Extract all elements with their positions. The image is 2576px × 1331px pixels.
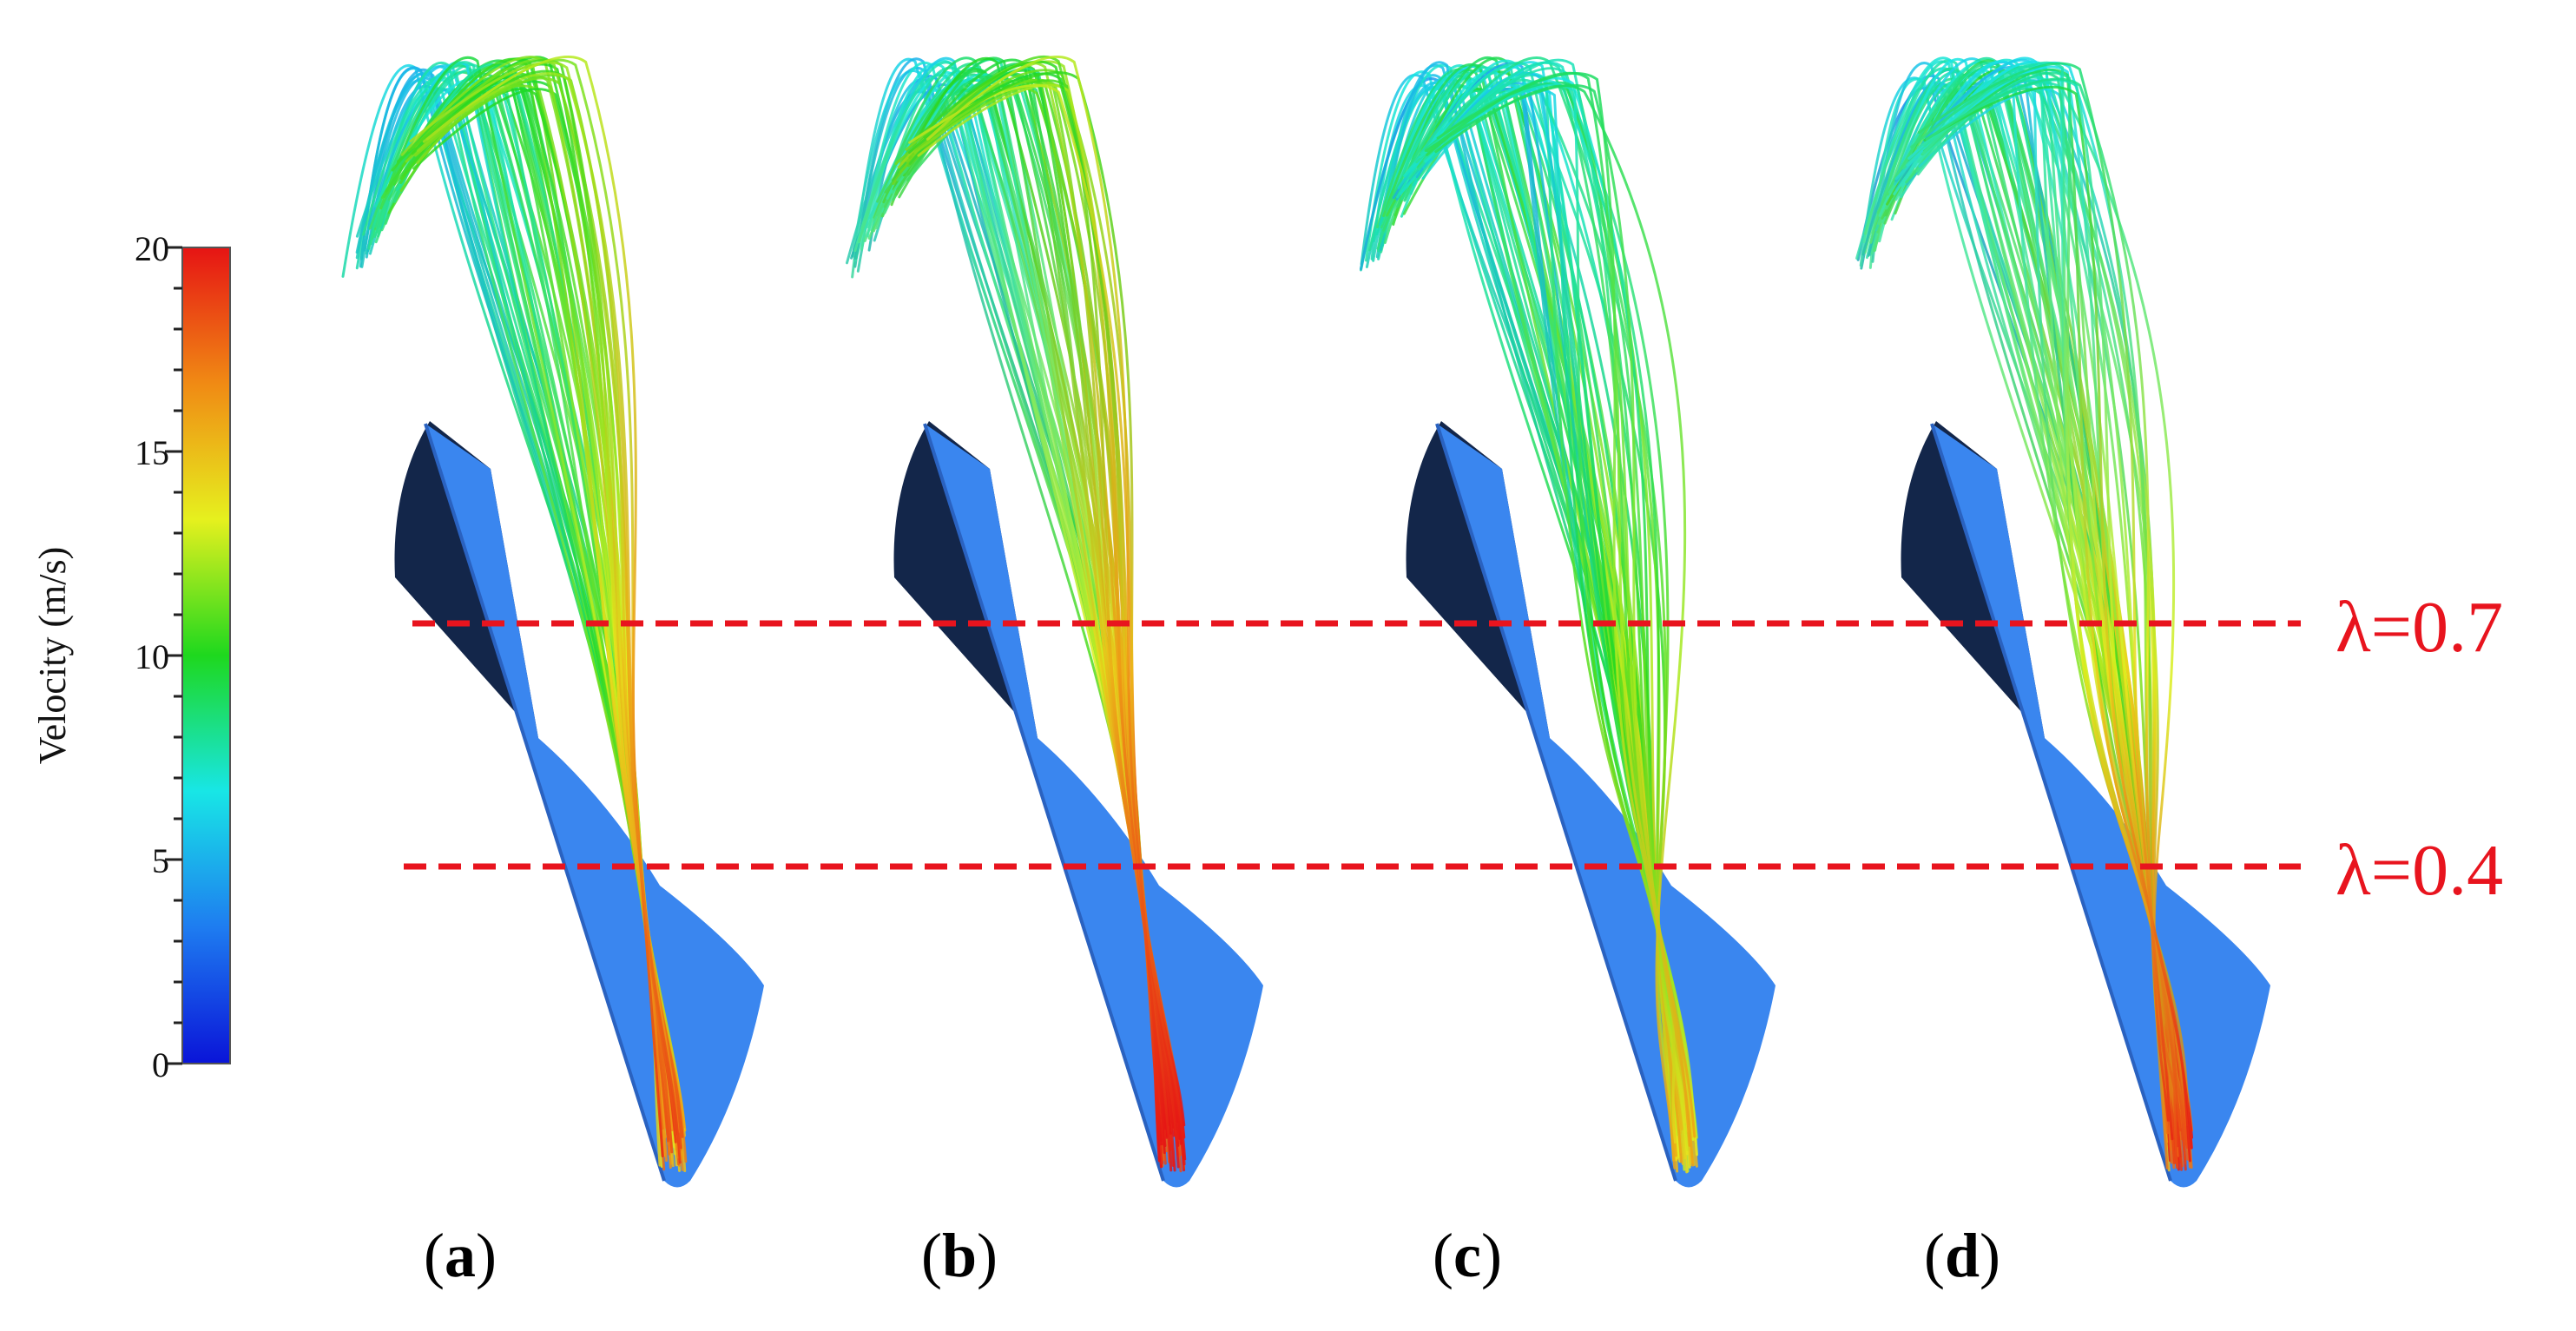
streamline: [1409, 59, 1677, 1162]
streamline: [1420, 83, 1677, 1144]
colorbar: 20 15 10 5 0 Velocity (m/s): [31, 229, 231, 1084]
streamline: [407, 69, 664, 1130]
streamline: [393, 63, 686, 1137]
lambda-04-label: λ=0.4: [2336, 830, 2503, 911]
panel-label-c: (c): [1433, 1221, 1502, 1290]
lambda-07-label: λ=0.7: [2336, 587, 2503, 668]
blade-light-face: [925, 424, 1263, 1188]
colorbar-ticks: [165, 246, 182, 1065]
streamline: [422, 72, 682, 1164]
streamline: [926, 55, 1167, 1148]
streamlines: [1359, 56, 1698, 1174]
colorbar-bar: [181, 247, 231, 1064]
blade-light-face: [1932, 424, 2270, 1188]
blade-panel: [846, 55, 1263, 1188]
colorbar-tick-label: 15: [135, 433, 169, 472]
blade-panel: [1855, 56, 2270, 1188]
streamline: [1923, 85, 2193, 1150]
blade-panels: [341, 55, 2270, 1188]
reference-lines: λ=0.7 λ=0.4: [404, 587, 2503, 911]
colorbar-title: Velocity (m/s): [31, 547, 74, 765]
blade-leading-edge: [923, 423, 1165, 1182]
streamlines: [341, 55, 688, 1172]
streamline: [425, 55, 664, 1158]
panel-label-d: (d): [1923, 1221, 2000, 1290]
blade-light-face: [1437, 424, 1776, 1188]
streamline: [923, 71, 1187, 1161]
blade-leading-edge: [1930, 423, 2172, 1182]
panel-label-a: (a): [424, 1221, 497, 1290]
blade-leading-edge: [1435, 423, 1677, 1182]
streamline: [1921, 61, 2179, 1170]
colorbar-tick-label: 10: [135, 637, 169, 676]
blade-light-face: [425, 424, 764, 1188]
colorbar-tick-label: 0: [152, 1045, 169, 1084]
blade-panel: [1359, 56, 1776, 1188]
blade-leading-edge: [424, 423, 666, 1182]
streamline: [1925, 77, 2170, 1122]
streamlines: [846, 55, 1187, 1173]
streamlines: [1855, 56, 2194, 1172]
panel-label-b: (b): [920, 1221, 998, 1290]
colorbar-tick-label: 20: [135, 229, 169, 268]
colorbar-tick-label: 5: [152, 841, 169, 880]
streamline: [1436, 72, 1691, 1147]
streamline: [1424, 83, 1695, 1167]
blade-panel: [341, 55, 764, 1188]
streamline: [1917, 62, 2174, 1141]
